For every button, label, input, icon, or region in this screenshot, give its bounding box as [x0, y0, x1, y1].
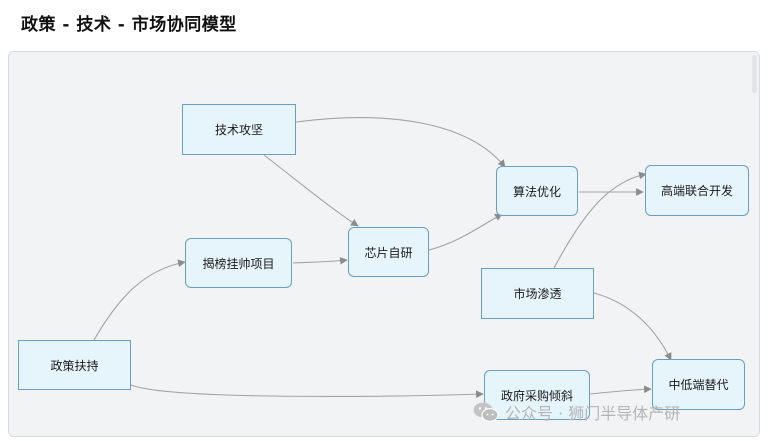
diagram-canvas: 技术攻坚 算法优化 高端联合开发 揭榜挂帅项目 芯片自研 市场渗透 政策扶持 政… — [8, 51, 760, 437]
watermark-text: 公众号 · 狮门半导体产研 — [505, 404, 681, 423]
edge-shichang-zhongdi — [593, 292, 672, 361]
node-jishugongjian[interactable]: 技术攻坚 — [182, 104, 296, 155]
edge-jishu-xinpian — [263, 154, 359, 227]
wechat-icon — [473, 402, 499, 422]
watermark: 公众号 · 狮门半导体产研 — [472, 400, 680, 424]
edge-zhengce-jiebang — [93, 259, 186, 341]
node-zhengfucaigou[interactable]: 政府采购倾斜 — [484, 370, 590, 420]
scrollbar[interactable] — [752, 55, 757, 93]
node-jiebang[interactable]: 揭榜挂帅项目 — [185, 238, 292, 288]
edge-jishu-suanfa — [295, 117, 506, 168]
edges-layer — [93, 117, 672, 399]
node-xinpianziyan[interactable]: 芯片自研 — [348, 227, 429, 277]
edge-jiebang-xinpian — [292, 256, 348, 265]
node-zhongdiduan[interactable]: 中低端替代 — [652, 359, 745, 410]
node-suanfayouhua[interactable]: 算法优化 — [496, 166, 578, 216]
edge-zhengce-caigou — [130, 384, 484, 399]
edge-caigou-zhongdi — [589, 385, 652, 395]
node-gaoduanlianhe[interactable]: 高端联合开发 — [645, 165, 749, 216]
node-shichangshentou[interactable]: 市场渗透 — [481, 268, 594, 319]
edge-shichang-gaoduan — [553, 171, 647, 269]
page-title: 政策 - 技术 - 市场协同模型 — [21, 15, 237, 35]
node-zhengcefuchi[interactable]: 政策扶持 — [18, 340, 131, 390]
edge-xinpian-suanfa — [428, 213, 503, 251]
